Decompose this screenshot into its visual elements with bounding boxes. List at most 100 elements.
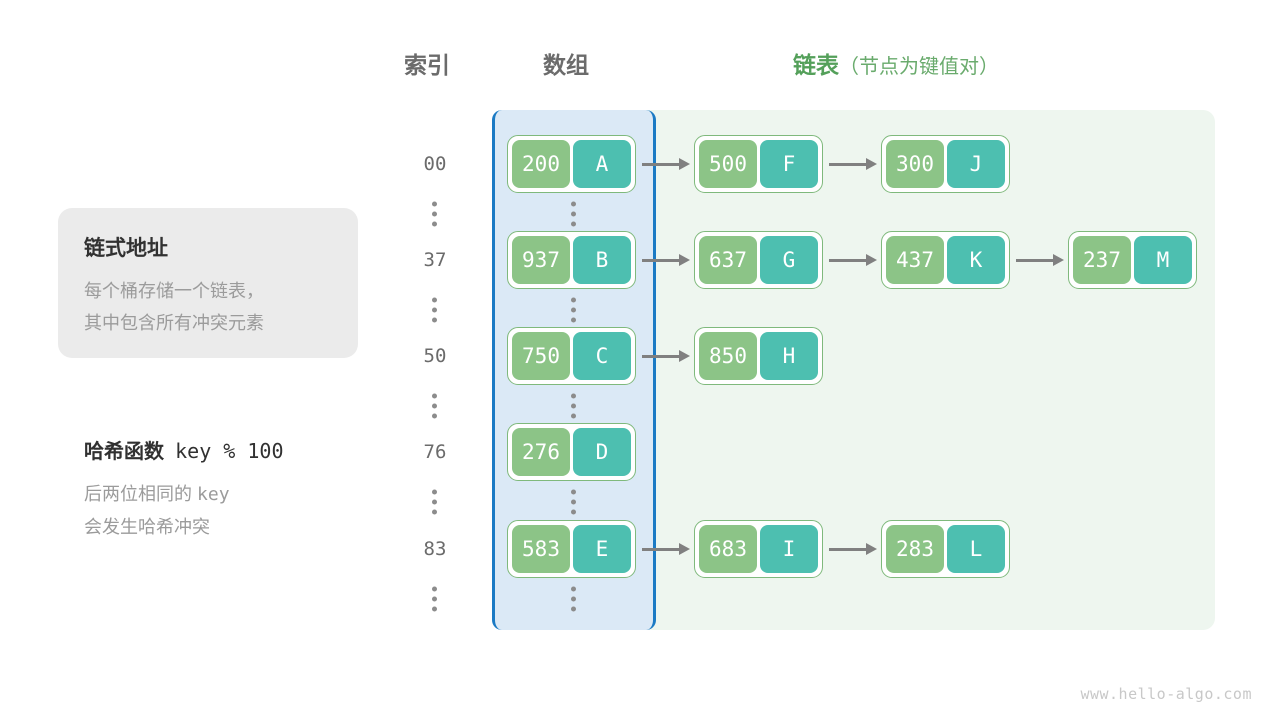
info-box [58, 208, 358, 358]
node-value: D [573, 428, 631, 476]
node-value: K [947, 236, 1005, 284]
info-description: 每个桶存储一个链表， 其中包含所有冲突元素 [84, 275, 264, 339]
node-value: E [573, 525, 631, 573]
info-title: 链式地址 [84, 237, 168, 260]
chain-arrow [642, 158, 690, 170]
watermark: www.hello-algo.com [1080, 685, 1252, 703]
node-value: F [760, 140, 818, 188]
ellipsis-row [0, 481, 1280, 523]
hash-function-formula: key % 100 [175, 439, 284, 463]
arrow-shaft [829, 548, 868, 551]
node-key: 437 [886, 236, 944, 284]
info-description-line-2: 其中包含所有冲突元素 [84, 313, 264, 333]
node-value: L [947, 525, 1005, 573]
node-key: 750 [512, 332, 570, 380]
node-value: M [1134, 236, 1192, 284]
ellipsis-row [0, 193, 1280, 235]
node-key: 300 [886, 140, 944, 188]
arrow-shaft [829, 163, 868, 166]
node-value: I [760, 525, 818, 573]
node-key: 200 [512, 140, 570, 188]
node-key: 276 [512, 428, 570, 476]
hash-function-title: 哈希函数 key % 100 [84, 435, 284, 464]
node-value: A [573, 140, 631, 188]
chain-arrow [642, 350, 690, 362]
node-key: 500 [699, 140, 757, 188]
header-linked-list-sub: （节点为键值对） [839, 56, 999, 78]
bucket-index-label: 00 [423, 153, 447, 175]
bucket-index-label: 50 [423, 345, 447, 367]
node-key: 937 [512, 236, 570, 284]
hash-function-description: 后两位相同的 key 会发生哈希冲突 [84, 478, 230, 543]
header-linked-list: 链表（节点为键值对） [793, 48, 999, 84]
chain-arrow [1016, 254, 1064, 266]
hash-description-key-token: key [197, 484, 230, 505]
chain-arrow [642, 543, 690, 555]
arrow-shaft [642, 355, 681, 358]
info-description-line-1: 每个桶存储一个链表， [84, 281, 264, 301]
chain-arrow [829, 254, 877, 266]
arrow-head [1053, 254, 1064, 266]
node-key: 283 [886, 525, 944, 573]
bucket-index-label: 37 [423, 249, 447, 271]
index-ellipsis-icon [432, 393, 437, 419]
bucket-index-label: 83 [423, 538, 447, 560]
ellipsis-row [0, 385, 1280, 427]
index-ellipsis-icon [432, 201, 437, 227]
chain-arrow [829, 543, 877, 555]
hash-description-line-1: 后两位相同的 key [84, 478, 230, 511]
header-index: 索引 [404, 52, 450, 78]
chain-arrow [829, 158, 877, 170]
index-ellipsis-icon [432, 586, 437, 612]
node-key: 683 [699, 525, 757, 573]
node-value: J [947, 140, 1005, 188]
node-value: B [573, 236, 631, 284]
arrow-head [866, 254, 877, 266]
chain-arrow [642, 254, 690, 266]
node-key: 237 [1073, 236, 1131, 284]
arrow-head [866, 543, 877, 555]
array-ellipsis-icon [571, 393, 576, 419]
arrow-head [679, 543, 690, 555]
array-ellipsis-icon [571, 297, 576, 323]
arrow-head [866, 158, 877, 170]
index-ellipsis-icon [432, 297, 437, 323]
array-ellipsis-icon [571, 489, 576, 515]
ellipsis-row [0, 578, 1280, 620]
column-headers: 索引 数组 链表（节点为键值对） [0, 48, 1280, 82]
arrow-shaft [642, 548, 681, 551]
arrow-shaft [642, 259, 681, 262]
header-array: 数组 [543, 52, 589, 78]
ellipsis-row [0, 289, 1280, 331]
arrow-shaft [642, 163, 681, 166]
array-ellipsis-icon [571, 201, 576, 227]
arrow-head [679, 158, 690, 170]
hash-description-line-1-text: 后两位相同的 [84, 484, 192, 504]
index-ellipsis-icon [432, 489, 437, 515]
arrow-shaft [1016, 259, 1055, 262]
header-linked-list-main: 链表 [793, 52, 839, 78]
array-ellipsis-icon [571, 586, 576, 612]
node-key: 637 [699, 236, 757, 284]
